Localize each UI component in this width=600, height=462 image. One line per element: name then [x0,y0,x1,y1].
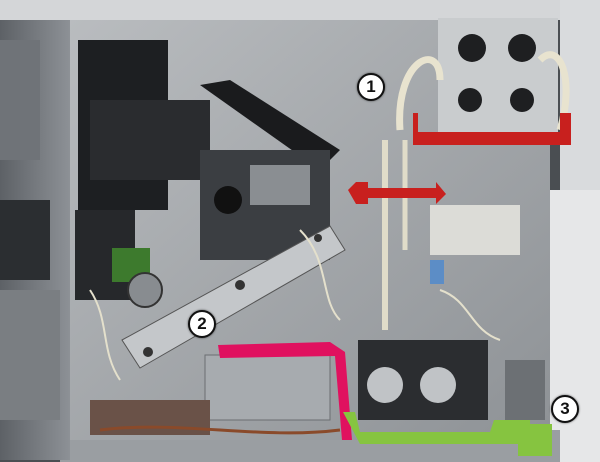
left-bracket-top [0,40,40,160]
knob-4 [510,88,534,112]
wire-3 [439,289,501,341]
center-gear [214,186,242,214]
red-highlight-tray [413,113,571,145]
knob-3 [458,88,482,112]
wire-1 [89,289,121,381]
callout-1: 1 [357,73,385,101]
left-lower-panel [0,290,60,420]
blue-part [430,260,444,284]
bracket-hole-2 [235,280,245,290]
callout-2: 2 [188,310,216,338]
center-bracket [250,165,310,205]
lower-box [204,354,331,421]
knob-1 [458,34,486,62]
green-highlight [343,412,552,456]
toner-gear-1 [367,367,403,403]
bracket-hole-3 [314,234,322,242]
toner-gear-2 [420,367,456,403]
wire-2 [299,229,341,321]
drive-assembly-mid [90,100,210,180]
diagonal-bracket [121,225,346,369]
top-right-panel [438,18,558,138]
knob-2 [508,34,536,62]
wire-bundle [99,425,341,435]
black-duct [200,80,340,170]
bracket-hole-1 [143,347,153,357]
white-housing [430,205,520,255]
red-highlight-arrow [348,182,446,204]
left-bracket-mid [0,200,50,280]
motor-drum [127,272,163,308]
right-cover [548,190,600,462]
right-bottle [505,360,545,420]
pink-highlight [218,342,352,440]
tube-loop-left [396,56,444,131]
machine-frame [0,0,600,20]
callout-3: 3 [551,395,579,423]
